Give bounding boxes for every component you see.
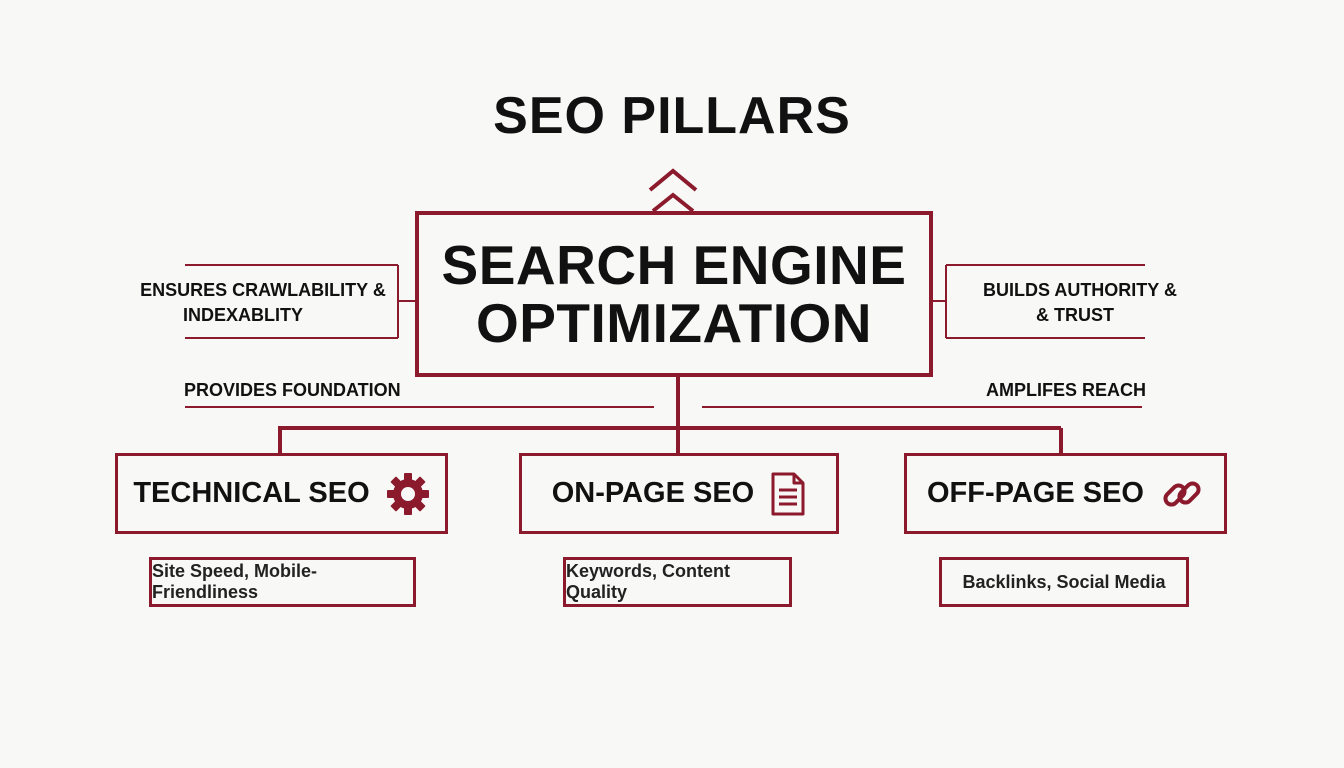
detail-on-page-seo-label: Keywords, Content Quality: [566, 561, 731, 602]
chevron-up-icon: [648, 168, 698, 192]
gear-icon: [386, 472, 430, 516]
pillar-technical-seo-label: TECHNICAL SEO: [133, 477, 370, 509]
detail-off-page-seo-label: Backlinks, Social Media: [962, 571, 1166, 592]
link-icon: [1160, 472, 1204, 516]
chevron-notch: [651, 192, 695, 213]
document-icon: [770, 472, 806, 516]
main-concept-line1: SEARCH ENGINE: [441, 234, 907, 296]
pillar-off-page-seo: OFF-PAGE SEO: [904, 453, 1227, 534]
detail-on-page-seo: Keywords, Content Quality: [563, 557, 792, 607]
pillar-off-page-seo-label: OFF-PAGE SEO: [927, 477, 1144, 509]
pillar-on-page-seo: ON-PAGE SEO: [519, 453, 839, 534]
detail-technical-seo: Site Speed, Mobile-Friendliness: [149, 557, 416, 607]
page-title: SEO PILLARS: [493, 87, 851, 145]
pillar-technical-seo: TECHNICAL SEO: [115, 453, 448, 534]
right-side-note-line2: & TRUST: [1036, 305, 1114, 325]
left-side-note-line2: INDEXABLITY: [182, 305, 303, 325]
left-side-note-line1: ENSURES CRAWLABILITY &: [140, 280, 386, 300]
flow-label-right: AMPLIFES REACH: [986, 380, 1147, 400]
detail-technical-seo-label: Site Speed, Mobile-Friendliness: [152, 561, 318, 602]
right-side-note: BUILDS AUTHORITY & & TRUST: [962, 278, 1198, 328]
pillar-on-page-seo-label: ON-PAGE SEO: [551, 477, 755, 509]
left-side-note: ENSURES CRAWLABILITY & INDEXABLITY: [140, 278, 386, 328]
main-concept-box: SEARCH ENGINE OPTIMIZATION: [415, 211, 933, 377]
detail-off-page-seo: Backlinks, Social Media: [939, 557, 1189, 607]
main-concept-line2: OPTIMIZATION: [475, 292, 873, 354]
right-side-note-line1: BUILDS AUTHORITY &: [982, 280, 1177, 300]
flow-label-left: PROVIDES FOUNDATION: [184, 380, 401, 400]
